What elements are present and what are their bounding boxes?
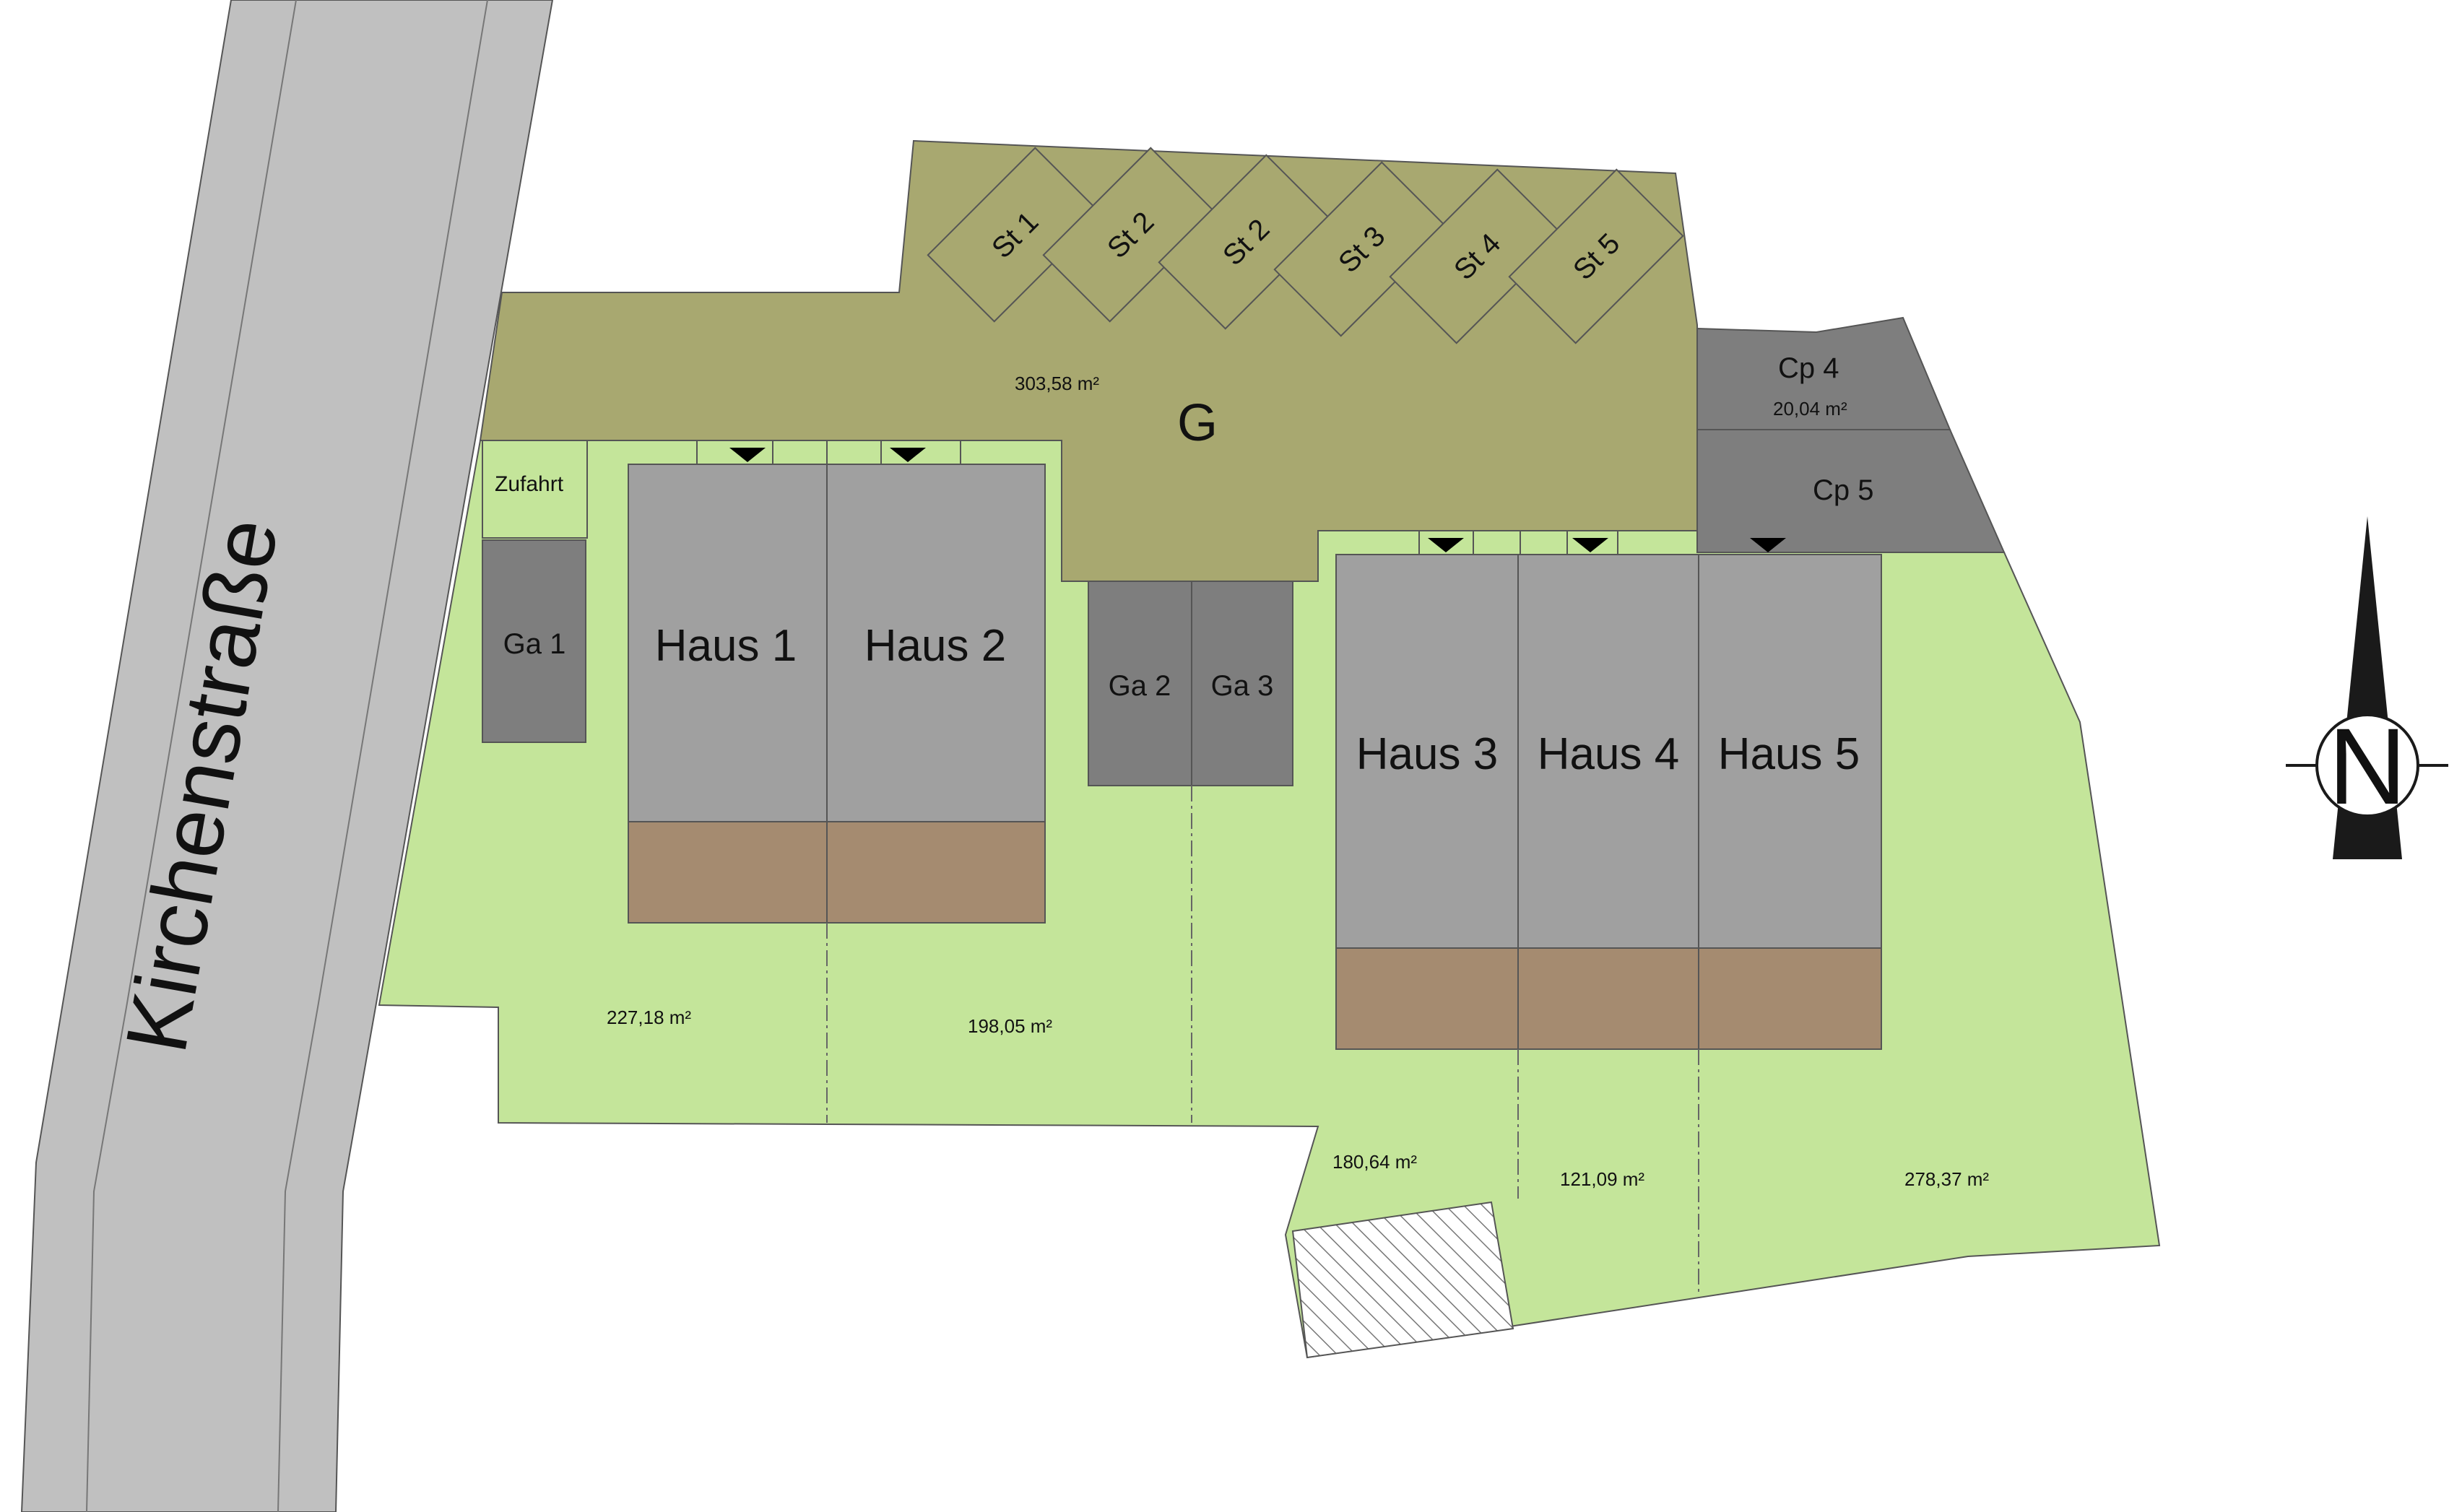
entrance-marker-icon xyxy=(1428,538,1464,552)
parking-spaces: St 1 St 2 St 2 St 3 St 4 St 5 xyxy=(927,147,1684,344)
entrance-marker-icon xyxy=(729,448,766,462)
entrance-marker-icon xyxy=(1572,538,1608,552)
street-edge-line xyxy=(86,0,297,1512)
terrace-house-3 xyxy=(1335,947,1519,1050)
carport-cp4[interactable] xyxy=(1696,316,1951,430)
plot-area-house-3: 180,64 m² xyxy=(1332,1151,1417,1173)
hatched-area xyxy=(1291,1201,1514,1359)
entrance-marker-icon xyxy=(1750,538,1786,552)
parking-space[interactable]: St 4 xyxy=(1389,168,1565,344)
plot-area-house-5: 278,37 m² xyxy=(1904,1168,1989,1190)
access-label: Zufahrt xyxy=(495,472,564,496)
terrace-house-1 xyxy=(628,821,828,924)
garage-ga3-label: Ga 3 xyxy=(1211,670,1274,702)
terrace-house-4 xyxy=(1517,947,1699,1050)
plot-area-house-2: 198,05 m² xyxy=(968,1015,1052,1037)
garage-ga2-label: Ga 2 xyxy=(1109,670,1171,702)
house-5-label: Haus 5 xyxy=(1718,729,1860,779)
house-4-label: Haus 4 xyxy=(1538,729,1679,779)
house-3-label: Haus 3 xyxy=(1356,729,1498,779)
parking-space[interactable]: St 5 xyxy=(1508,168,1684,344)
north-arrow-icon: N xyxy=(2286,516,2448,859)
garage-ga1-label: Ga 1 xyxy=(503,628,566,660)
access-driveway[interactable] xyxy=(482,440,588,539)
parking-space[interactable]: St 2 xyxy=(1042,147,1218,323)
terrace-house-5 xyxy=(1698,947,1882,1050)
common-area-size: 303,58 m² xyxy=(1015,373,1099,394)
parking-space[interactable]: St 1 xyxy=(927,147,1103,323)
parking-space[interactable]: St 3 xyxy=(1273,161,1449,337)
terrace-house-2 xyxy=(826,821,1046,924)
entrance-markers xyxy=(729,448,1786,552)
common-area-label: G xyxy=(1177,394,1218,452)
house-4[interactable] xyxy=(1517,554,1699,949)
street-edge-line xyxy=(277,0,488,1512)
plot-boundaries xyxy=(826,786,1699,1296)
carport-cp4-label: Cp 4 xyxy=(1778,352,1839,384)
carport-cp5[interactable] xyxy=(1696,429,2006,553)
plot-area-house-4: 121,09 m² xyxy=(1560,1168,1644,1190)
house-5[interactable] xyxy=(1698,554,1882,949)
house-2[interactable] xyxy=(826,464,1046,822)
plot-area-house-1: 227,18 m² xyxy=(607,1007,691,1028)
north-arrow-letter: N xyxy=(2328,705,2406,827)
garage-ga1[interactable] xyxy=(482,539,586,743)
house-1-label: Haus 1 xyxy=(655,621,797,671)
house-2-label: Haus 2 xyxy=(864,621,1006,671)
carport-cp5-label: Cp 5 xyxy=(1813,474,1874,506)
parking-space[interactable]: St 2 xyxy=(1158,154,1334,330)
street-surface xyxy=(20,0,554,1512)
garage-ga3[interactable] xyxy=(1191,581,1293,786)
entrance-marker-icon xyxy=(890,448,926,462)
house-1[interactable] xyxy=(628,464,828,822)
house-3[interactable] xyxy=(1335,554,1519,949)
carport-cp4-area: 20,04 m² xyxy=(1773,398,1847,420)
garage-ga2[interactable] xyxy=(1088,581,1192,786)
street: Kirchenstraße xyxy=(20,0,554,1512)
